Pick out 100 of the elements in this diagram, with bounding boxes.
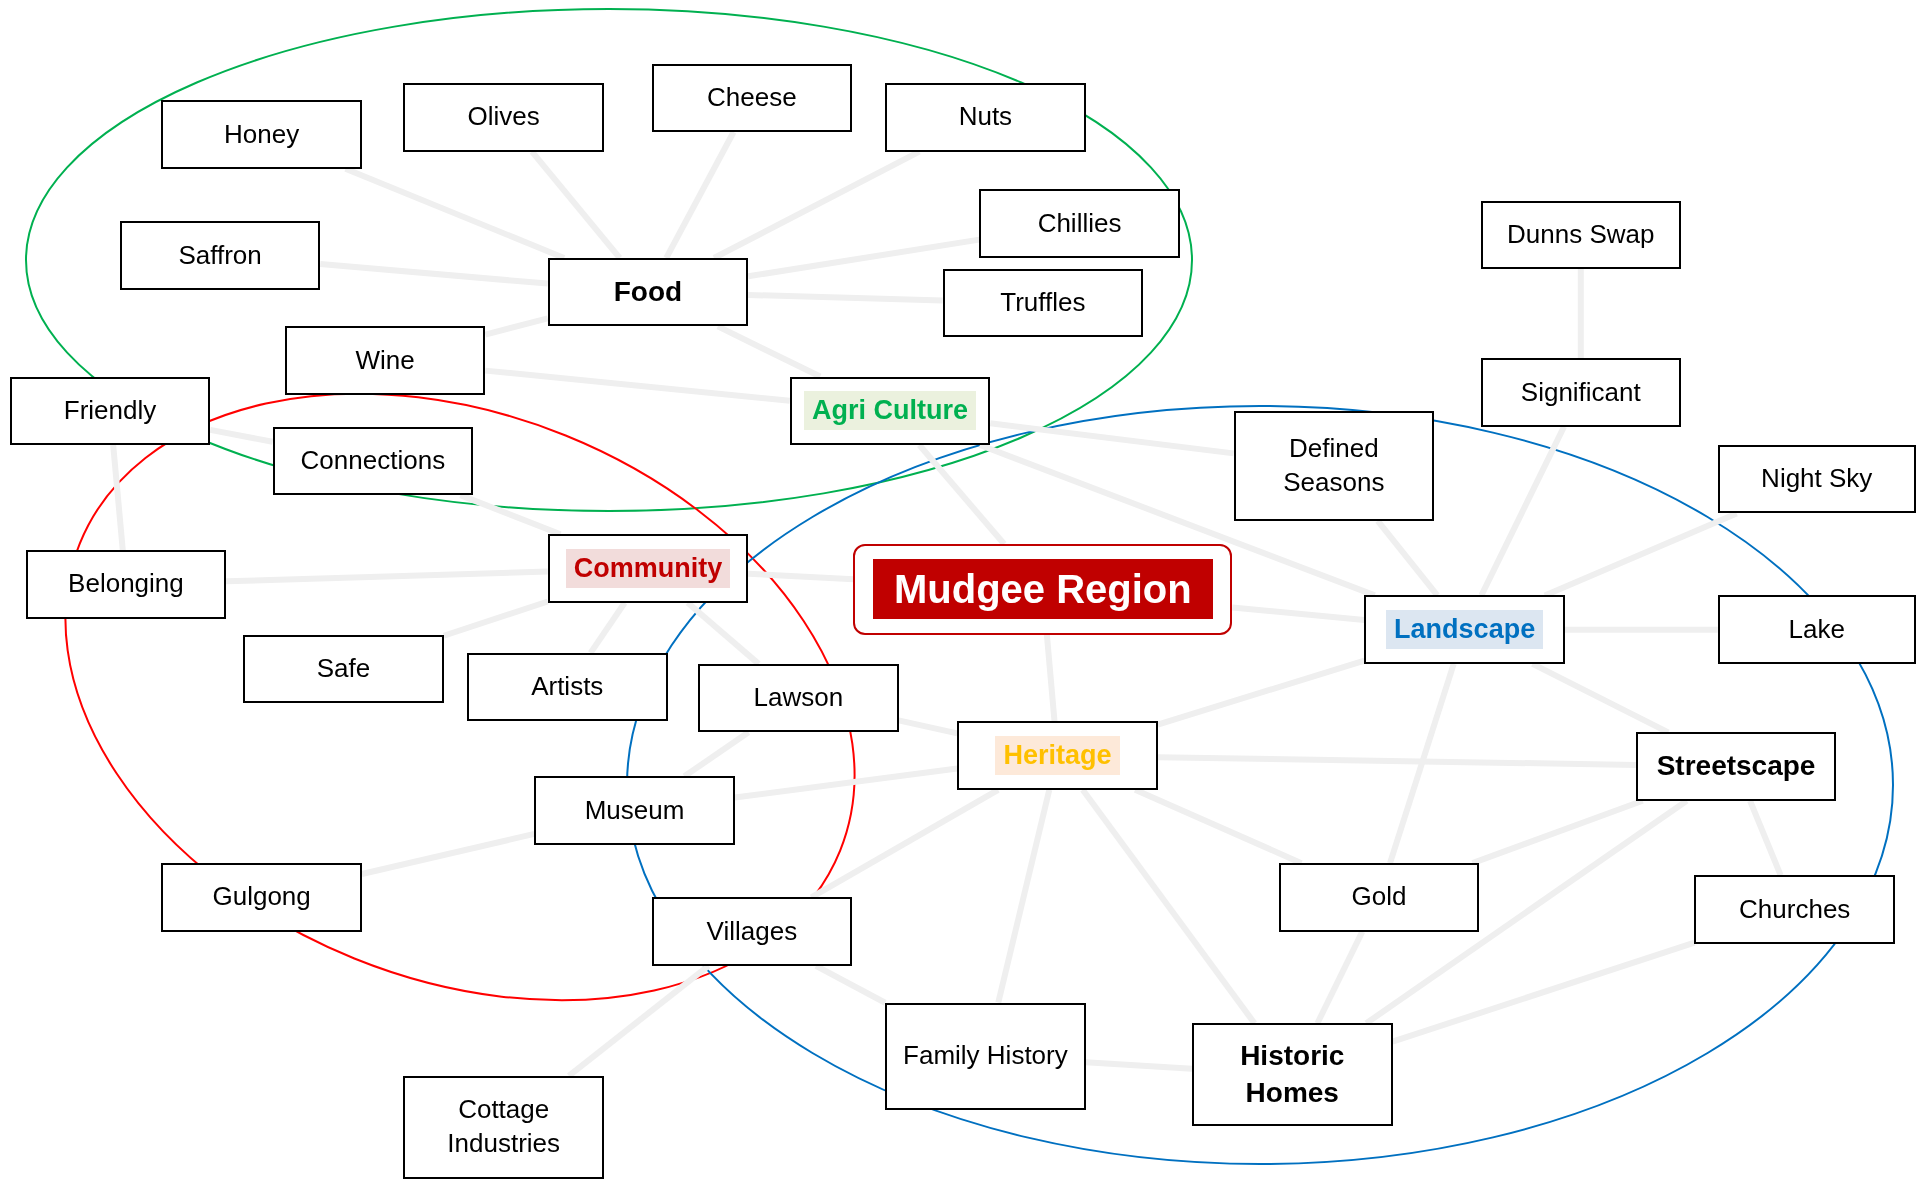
theme-box bbox=[789, 376, 991, 445]
theme-box bbox=[547, 534, 749, 603]
connector-line bbox=[320, 261, 548, 287]
node-label: Artists bbox=[530, 670, 605, 704]
connector-line bbox=[1387, 662, 1457, 865]
concept-box bbox=[547, 257, 749, 327]
connector-line bbox=[110, 444, 126, 551]
concept-box bbox=[1278, 863, 1480, 932]
node-label: Museum bbox=[583, 793, 686, 827]
node-label: Community bbox=[565, 548, 731, 589]
node-label: Defined Seasons bbox=[1282, 432, 1386, 499]
node-label: Cottage Industries bbox=[446, 1093, 562, 1161]
node-label: Wine bbox=[354, 343, 416, 377]
connector-line bbox=[588, 601, 628, 655]
concept-box bbox=[272, 426, 474, 496]
node-label: Landscape bbox=[1386, 610, 1544, 650]
concept-box bbox=[1694, 875, 1895, 944]
connector-line bbox=[1478, 425, 1567, 597]
connector-line bbox=[748, 570, 854, 583]
node-label: Villages bbox=[705, 914, 799, 948]
node-label: Night Sky bbox=[1760, 462, 1874, 496]
connector-line bbox=[1391, 939, 1696, 1045]
connector-line bbox=[995, 789, 1053, 1004]
node-label: Lake bbox=[1787, 612, 1846, 646]
connector-line bbox=[1471, 797, 1644, 866]
node-label: Historic Homes bbox=[1239, 1039, 1346, 1110]
connector-line bbox=[1577, 268, 1584, 359]
theme-box bbox=[1364, 595, 1565, 664]
node-label: Dunns Swap bbox=[1506, 217, 1656, 251]
connector-line bbox=[1085, 1059, 1193, 1072]
node-label: Gold bbox=[1350, 880, 1408, 914]
concept-box bbox=[885, 83, 1086, 152]
connector-line bbox=[747, 236, 980, 280]
node-label: Belonging bbox=[67, 567, 185, 601]
connector-line bbox=[361, 831, 535, 877]
connector-line bbox=[226, 568, 548, 585]
node-label: Churches bbox=[1738, 892, 1852, 926]
connector-line bbox=[989, 420, 1234, 457]
connector-line bbox=[1133, 787, 1303, 866]
concept-box bbox=[9, 376, 211, 445]
node-label: Family History bbox=[902, 1039, 1069, 1073]
node-label: Connections bbox=[299, 444, 447, 477]
concept-box bbox=[1717, 445, 1916, 514]
node-label: Heritage bbox=[995, 736, 1120, 776]
concept-box bbox=[651, 897, 853, 966]
concept-box bbox=[979, 189, 1180, 258]
concept-box bbox=[161, 863, 362, 932]
connector-line bbox=[917, 443, 1007, 546]
node-label: Lawson bbox=[752, 681, 845, 715]
concept-box bbox=[1480, 200, 1682, 269]
connector-line bbox=[1747, 799, 1784, 877]
connector-line bbox=[1080, 788, 1257, 1026]
connector-line bbox=[663, 130, 737, 260]
node-label: Food bbox=[612, 275, 684, 309]
theme-box bbox=[957, 721, 1158, 790]
node-label: Safe bbox=[315, 651, 372, 685]
connector-line bbox=[1564, 626, 1718, 633]
connector-line bbox=[1364, 798, 1689, 1026]
concept-box bbox=[403, 1075, 604, 1179]
node-label: Olives bbox=[466, 100, 541, 134]
connector-line bbox=[1531, 661, 1670, 735]
central-topic-box bbox=[853, 544, 1233, 635]
connector-line bbox=[748, 292, 943, 304]
concept-box bbox=[534, 776, 735, 845]
concept-box bbox=[284, 326, 486, 395]
concept-box bbox=[1233, 410, 1435, 521]
concept-box bbox=[1192, 1023, 1393, 1126]
node-label: Cheese bbox=[706, 80, 798, 114]
concept-box bbox=[651, 63, 853, 132]
node-label: Gulgong bbox=[211, 880, 312, 914]
concept-box bbox=[243, 634, 444, 703]
node-label: Chillies bbox=[1036, 206, 1123, 240]
connector-line bbox=[1375, 518, 1440, 598]
concept-box bbox=[942, 268, 1144, 338]
connector-line bbox=[529, 149, 623, 260]
node-label: Streetscape bbox=[1655, 749, 1817, 784]
concept-box bbox=[467, 652, 668, 722]
node-label: Significant bbox=[1519, 375, 1642, 409]
concept-box bbox=[161, 100, 362, 169]
connector-line bbox=[809, 787, 1000, 900]
concept-box bbox=[885, 1002, 1086, 1111]
node-label: Honey bbox=[223, 117, 301, 151]
connector-line bbox=[814, 963, 887, 1006]
connector-line bbox=[734, 765, 958, 801]
concept-box bbox=[25, 550, 227, 619]
node-label: Saffron bbox=[177, 238, 263, 272]
connector-line bbox=[897, 717, 958, 737]
concept-box bbox=[1635, 732, 1837, 801]
concept-box bbox=[1717, 595, 1916, 664]
concept-box bbox=[1480, 358, 1682, 427]
node-label: Agri Culture bbox=[804, 391, 977, 431]
concept-box bbox=[403, 83, 604, 152]
connector-line bbox=[1043, 634, 1058, 722]
connector-line bbox=[485, 367, 791, 404]
title-label: Mudgee Region bbox=[872, 559, 1213, 620]
connector-line bbox=[1157, 754, 1636, 768]
connector-line bbox=[442, 598, 549, 639]
concept-box bbox=[119, 221, 321, 290]
node-label: Friendly bbox=[62, 393, 158, 427]
connector-line bbox=[209, 426, 274, 445]
